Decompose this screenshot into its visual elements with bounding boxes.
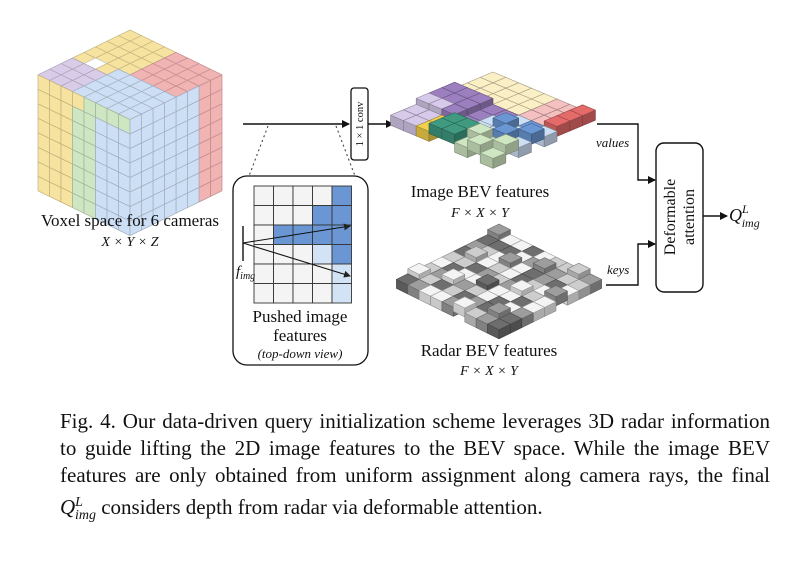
caption-text-1: Fig. 4. Our data-driven query initializa…	[60, 409, 770, 487]
voxel-cell	[464, 246, 488, 258]
voxel-cell	[487, 318, 511, 331]
attention-line2: attention	[681, 189, 698, 245]
values-arrow	[597, 123, 656, 184]
voxel-cell	[487, 302, 511, 314]
caption-query-symbol: QLimg	[60, 495, 96, 524]
voxel-cell	[441, 123, 468, 135]
ray-arrow-2	[242, 242, 351, 278]
values-label: values	[596, 135, 629, 150]
pushed-grid-cell	[273, 283, 294, 304]
voxel-cell	[479, 147, 507, 159]
pushed-grid-cell	[331, 185, 352, 206]
voxel-cell	[487, 223, 511, 236]
figure-caption: Fig. 4. Our data-driven query initializa…	[60, 408, 770, 529]
dotted-guide-right	[335, 125, 356, 177]
keys-label: keys	[607, 262, 629, 277]
pushed-grid-cell	[312, 185, 333, 206]
voxel-cell	[129, 215, 142, 236]
conv-label: 1 × 1 conv	[355, 101, 366, 146]
voxel-title: Voxel space for 6 cameras	[41, 211, 219, 230]
pushed-title-line2: features	[273, 326, 327, 345]
voxel-dims: X × Y × Z	[100, 235, 158, 250]
radar-bev-dims: F × X × Y	[459, 364, 520, 379]
pushed-grid-cell	[273, 263, 294, 284]
image-bev-grid	[390, 71, 596, 169]
voxel-cell	[407, 262, 431, 275]
pushed-grid-cell	[292, 185, 313, 206]
pushed-grid-cell	[331, 283, 352, 304]
pushed-grid-cell	[253, 263, 274, 284]
voxel-cell	[567, 262, 591, 275]
figure-diagram: Voxel space for 6 cameras X × Y × Z 1 × …	[37, 29, 760, 379]
voxel-cell	[453, 296, 477, 309]
pushed-grid-cell	[312, 244, 333, 265]
pushed-grid-cell	[253, 185, 274, 206]
voxel-cell	[467, 133, 494, 146]
pushed-grid-cell	[273, 185, 294, 206]
pushed-grid-cell	[331, 244, 352, 265]
voxel-cell	[544, 285, 568, 298]
pushed-grid-cell	[292, 205, 313, 226]
pushed-grid-cell	[273, 244, 294, 265]
pushed-subtitle: (top-down view)	[258, 346, 343, 361]
voxel-cell	[518, 123, 545, 135]
attention-line1: Deformable	[662, 179, 679, 255]
caption-text-2: considers depth from radar via deformabl…	[95, 495, 543, 519]
pushed-grid-cell	[253, 205, 274, 226]
voxel-cell	[441, 268, 466, 281]
pushed-grid-cell	[292, 283, 313, 304]
pushed-grid-cell	[312, 224, 333, 245]
pushed-grid-cell	[273, 224, 294, 245]
voxel-cell	[475, 274, 500, 286]
image-bev-title: Image BEV features	[411, 182, 549, 201]
pushed-grid-cell	[273, 205, 294, 226]
voxel-cell	[492, 133, 519, 146]
dotted-guide-left	[248, 125, 269, 177]
pushed-grid-cell	[253, 224, 274, 245]
pushed-grid-cell	[253, 283, 274, 304]
deformable-attention-box	[655, 142, 704, 293]
keys-arrow	[606, 240, 656, 286]
pushed-grid-cell	[292, 263, 313, 284]
voxel-cell	[543, 115, 571, 127]
image-bev-dims: F × X × Y	[450, 206, 511, 221]
radar-bev-title: Radar BEV features	[421, 341, 558, 360]
ray-arrow-1	[242, 223, 351, 244]
pushed-feature-grid	[253, 185, 352, 304]
pushed-grid-cell	[312, 205, 333, 226]
pushed-grid-cell	[331, 205, 352, 226]
radar-bev-grid	[396, 223, 602, 340]
voxel-space-cube	[37, 29, 223, 236]
voxel-cell	[510, 279, 534, 292]
f-img-label: fimg	[236, 264, 255, 282]
pushed-title-line1: Pushed image	[253, 307, 348, 326]
voxel-cell	[498, 251, 523, 264]
voxel-cell	[532, 257, 557, 270]
pushed-grid-cell	[312, 283, 333, 304]
